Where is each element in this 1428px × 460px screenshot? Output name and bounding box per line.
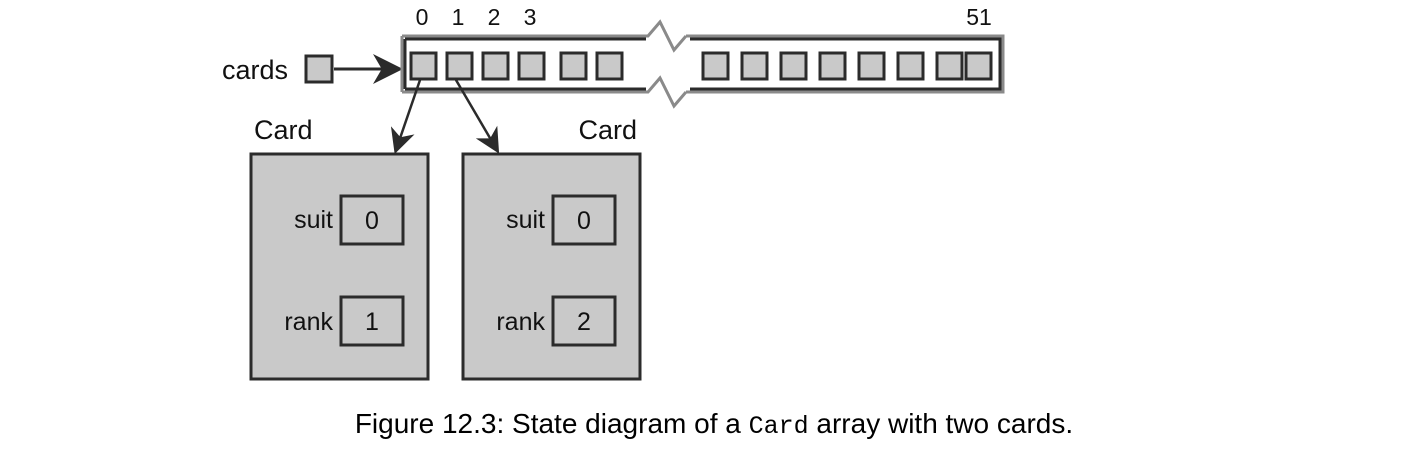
array-index-label-1: 1: [452, 4, 465, 30]
variable-name-label: cards: [222, 55, 288, 85]
card-1-field-rank-label: rank: [496, 308, 545, 336]
array-outline-right-inner: [690, 37, 1002, 91]
array-cell-51[interactable]: [964, 51, 993, 81]
card-0-type-label: Card: [254, 115, 313, 145]
figure-caption: Figure 12.3: State diagram of a Card arr…: [0, 408, 1428, 441]
card-1-field-suit-label: suit: [506, 206, 545, 234]
reference-arrow-cell-1: [454, 79, 500, 154]
card-1-field-rank-box: [551, 295, 617, 347]
array-cell-3[interactable]: [517, 51, 546, 81]
array-cell-1[interactable]: [445, 51, 474, 81]
array-cell-0[interactable]: [409, 51, 438, 81]
reference-arrows: [390, 79, 500, 154]
reference-arrow-cell-0: [390, 79, 422, 154]
array-cell-49[interactable]: [896, 51, 925, 81]
card-object-1: Card suit 0 rank 2: [461, 115, 642, 381]
array-container: [400, 19, 1005, 109]
caption-text-after: array with two cards.: [808, 408, 1074, 439]
card-0-field-rank-value: 1: [365, 308, 379, 336]
caption-code-card: Card: [748, 412, 809, 441]
array-cell-50[interactable]: [935, 51, 964, 81]
array-outline-left: [400, 19, 688, 109]
array-cell-44[interactable]: [701, 51, 730, 81]
array-cell-45[interactable]: [740, 51, 769, 81]
array-index-label-51: 51: [966, 4, 992, 30]
array-cell-48[interactable]: [857, 51, 886, 81]
array-index-label-3: 3: [524, 4, 537, 30]
card-1-type-label: Card: [578, 115, 637, 145]
card-object-0: Card suit 0 rank 1: [249, 115, 430, 381]
variable-cards: cards: [222, 54, 403, 85]
array-cell-47[interactable]: [818, 51, 847, 81]
card-1-field-suit-value: 0: [577, 207, 591, 235]
array-cell-46[interactable]: [779, 51, 808, 81]
array-index-labels: 0 1 2 3 51: [416, 4, 992, 30]
card-0-field-suit-box: [339, 194, 405, 246]
array-outline-right: [686, 34, 1005, 94]
array-cells-right: [701, 51, 993, 81]
card-1-field-rank-value: 2: [577, 308, 591, 336]
card-1-field-suit-box: [551, 194, 617, 246]
array-cell-5[interactable]: [595, 51, 624, 81]
card-0-field-rank-label: rank: [284, 308, 333, 336]
array-index-label-0: 0: [416, 4, 429, 30]
array-cell-4[interactable]: [559, 51, 588, 81]
card-0-field-suit-label: suit: [294, 206, 333, 234]
array-cells-left: [409, 51, 624, 81]
array-index-label-2: 2: [488, 4, 501, 30]
cards-pointer-box: [304, 54, 334, 84]
card-0-field-suit-value: 0: [365, 207, 379, 235]
card-0-field-rank-box: [339, 295, 405, 347]
caption-text-before: Figure 12.3: State diagram of a: [354, 408, 749, 439]
array-cell-2[interactable]: [481, 51, 510, 81]
array-outline-left-inner: [403, 37, 646, 91]
